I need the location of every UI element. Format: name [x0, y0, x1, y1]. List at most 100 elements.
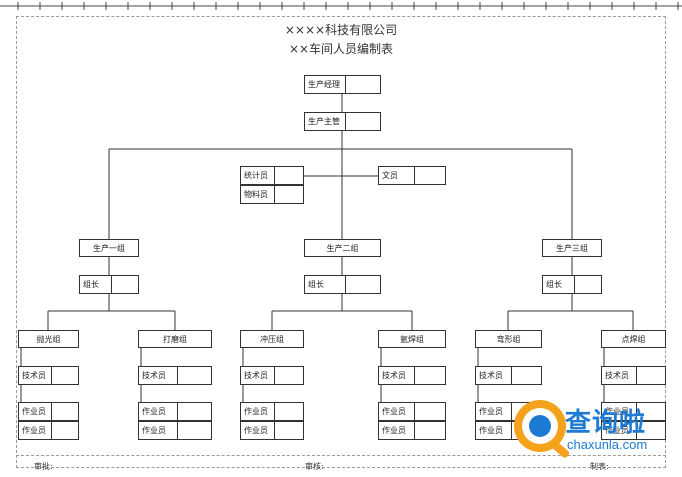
box-team2-worker-1-label: 作业员 — [142, 407, 166, 416]
box-team5-tech-label: 技术员 — [479, 371, 503, 380]
box-group1-label: 生产一组 — [93, 243, 125, 253]
box-team6-worker-1-label: 作业员 — [605, 407, 629, 416]
box-team6-tech-label: 技术员 — [605, 371, 629, 380]
box-team6-worker-1-value-cell — [636, 403, 665, 420]
box-team6-worker-1: 作业员 — [601, 402, 666, 421]
box-spot: 点焊组 — [601, 330, 666, 348]
box-team2-worker-2-value-cell — [177, 422, 211, 439]
box-team6-worker-2-value-cell — [636, 422, 665, 439]
magnifier-logo-icon — [514, 400, 570, 458]
watermark-domain: chaxunla.com — [567, 437, 648, 452]
box-team3-tech-value-cell — [274, 367, 303, 384]
box-group1: 生产一组 — [79, 239, 139, 257]
box-clerk-label: 文员 — [382, 171, 398, 180]
box-team2-tech-value-cell — [177, 367, 211, 384]
box-spot-label: 点焊组 — [621, 334, 646, 344]
page-border — [16, 16, 666, 468]
box-team4-worker-2: 作业员 — [378, 421, 446, 440]
watermark-text: 查询啦 — [565, 408, 647, 438]
box-team3-worker-1-label: 作业员 — [244, 407, 268, 416]
box-team5-worker-2-value-cell — [511, 422, 541, 439]
box-weld-label: 氩焊组 — [400, 334, 424, 344]
box-team2-tech-label: 技术员 — [142, 371, 166, 380]
box-team3-worker-1: 作业员 — [240, 402, 304, 421]
box-team5-worker-1-value-cell — [511, 403, 541, 420]
box-team4-tech-label: 技术员 — [382, 371, 406, 380]
box-team6-tech: 技术员 — [601, 366, 666, 385]
box-supervisor: 生产主管 — [304, 112, 381, 131]
box-team1-worker-2-value-cell — [51, 422, 78, 439]
box-manager-value-cell — [345, 76, 380, 93]
box-team2-tech: 技术员 — [138, 366, 212, 385]
box-statistician-value-cell — [274, 167, 303, 184]
box-stamp-label: 冲压组 — [260, 334, 284, 344]
review-label: 审核: — [305, 462, 324, 471]
box-supervisor-value-cell — [345, 113, 380, 130]
box-group1-leader-label: 组长 — [83, 280, 99, 289]
box-clerk-value-cell — [414, 167, 445, 184]
box-material-keeper: 物料员 — [240, 185, 304, 204]
box-team5-tech: 技术员 — [475, 366, 542, 385]
box-statistician: 统计员 — [240, 166, 304, 185]
box-team1-worker-2: 作业员 — [18, 421, 79, 440]
box-group2-leader-value-cell — [345, 276, 380, 293]
box-group3-leader-value-cell — [574, 276, 601, 293]
box-manager-label: 生产经理 — [308, 80, 340, 89]
box-team1-worker-1: 作业员 — [18, 402, 79, 421]
box-bend: 弯形组 — [475, 330, 542, 348]
box-material-keeper-value-cell — [274, 186, 303, 203]
box-team4-tech-value-cell — [414, 367, 445, 384]
box-bend-label: 弯形组 — [496, 334, 521, 344]
box-group2-leader-label: 组长 — [308, 280, 324, 289]
table-subtitle: ××车间人员编制表 — [288, 42, 394, 56]
box-team4-tech: 技术员 — [378, 366, 446, 385]
box-team4-worker-2-label: 作业员 — [382, 426, 406, 435]
box-group1-leader: 组长 — [79, 275, 139, 294]
box-team2-worker-1: 作业员 — [138, 402, 212, 421]
box-team4-worker-1: 作业员 — [378, 402, 446, 421]
box-team5-worker-1-label: 作业员 — [479, 407, 503, 416]
box-team1-tech: 技术员 — [18, 366, 79, 385]
box-team6-worker-2: 作业员 — [601, 421, 666, 440]
box-team4-worker-1-value-cell — [414, 403, 445, 420]
box-grind-label: 打磨组 — [163, 334, 187, 344]
box-weld: 氩焊组 — [378, 330, 446, 348]
box-group3-leader-label: 组长 — [546, 280, 562, 289]
box-clerk: 文员 — [378, 166, 446, 185]
box-team2-worker-1-value-cell — [177, 403, 211, 420]
prepare-label: 制表: — [590, 462, 609, 471]
box-team4-worker-2-value-cell — [414, 422, 445, 439]
box-team1-worker-1-value-cell — [51, 403, 78, 420]
box-group2: 生产二组 — [304, 239, 381, 257]
box-group1-leader-value-cell — [111, 276, 138, 293]
box-team3-worker-2: 作业员 — [240, 421, 304, 440]
box-statistician-label: 统计员 — [244, 171, 268, 180]
box-team2-worker-2-label: 作业员 — [142, 426, 166, 435]
company-title: ××××科技有限公司 — [284, 23, 398, 37]
box-team1-worker-2-label: 作业员 — [22, 426, 46, 435]
box-team1-tech-label: 技术员 — [22, 371, 46, 380]
box-team4-worker-1-label: 作业员 — [382, 407, 406, 416]
box-group2-label: 生产二组 — [326, 243, 359, 253]
box-stamp: 冲压组 — [240, 330, 304, 348]
box-supervisor-label: 生产主管 — [308, 117, 340, 126]
box-team1-worker-1-label: 作业员 — [22, 407, 46, 416]
box-team6-tech-value-cell — [636, 367, 665, 384]
box-team5-worker-2-label: 作业员 — [479, 426, 503, 435]
box-team3-tech-label: 技术员 — [244, 371, 268, 380]
ruler-ticks — [0, 2, 682, 10]
box-team3-worker-2-label: 作业员 — [244, 426, 268, 435]
box-material-keeper-label: 物料员 — [244, 190, 268, 199]
box-polish: 抛光组 — [18, 330, 79, 348]
box-group3: 生产三组 — [542, 239, 602, 257]
box-group3-leader: 组长 — [542, 275, 602, 294]
box-team6-worker-2-label: 作业员 — [605, 426, 629, 435]
box-team3-worker-1-value-cell — [274, 403, 303, 420]
box-team5-tech-value-cell — [511, 367, 541, 384]
box-team3-tech: 技术员 — [240, 366, 304, 385]
box-team3-worker-2-value-cell — [274, 422, 303, 439]
box-polish-label: 抛光组 — [36, 334, 61, 344]
box-team2-worker-2: 作业员 — [138, 421, 212, 440]
